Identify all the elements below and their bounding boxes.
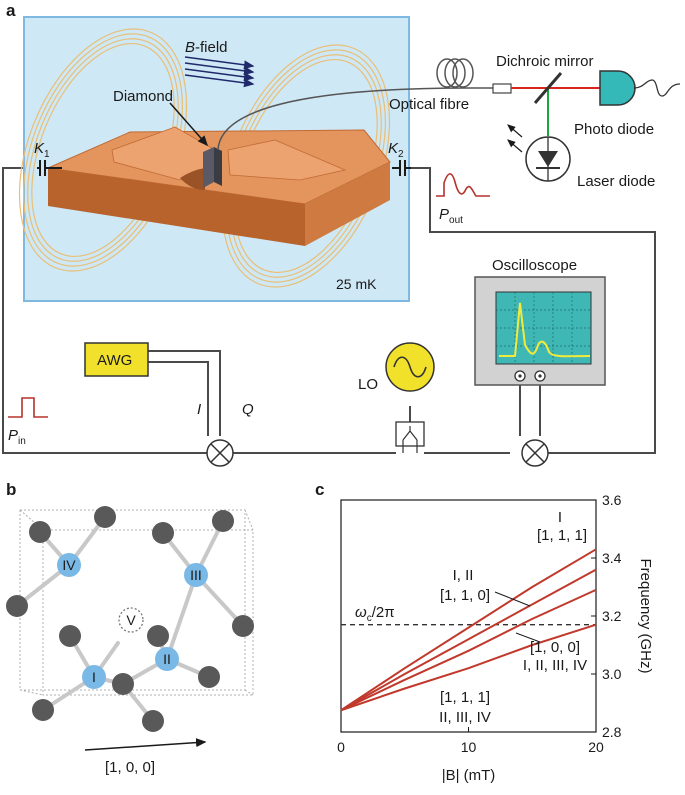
- oscilloscope: [474, 276, 606, 386]
- x-tick-label: 10: [461, 739, 477, 755]
- nv-site-iii: [184, 563, 208, 587]
- annotation-third-line2: I, II, III, IV: [523, 657, 587, 674]
- nv-site-iii-label: III: [190, 567, 202, 583]
- nv-site-i-label: I: [92, 669, 96, 685]
- optical-fibre: [217, 58, 493, 151]
- x-axis-label: |B| (mT): [442, 767, 496, 784]
- y-tick-label: 3.2: [602, 608, 622, 624]
- carbon-atom: [29, 521, 51, 543]
- pin-label: Pin: [8, 427, 26, 447]
- series-line-3: [340, 588, 597, 712]
- y-tick-label: 3.0: [602, 666, 622, 682]
- series-line-2: [340, 568, 597, 712]
- x-tick-label: 0: [337, 739, 345, 755]
- annotation-pointer-second: [494, 591, 531, 607]
- iq-mixer: [206, 439, 234, 467]
- local-oscillator: [385, 342, 435, 392]
- photo-diode-label: Photo diode: [574, 121, 654, 138]
- carbon-atom: [94, 506, 116, 528]
- annotation-pointer-third: [515, 632, 541, 643]
- awg-box: [84, 342, 149, 377]
- series-line-4: [340, 623, 597, 712]
- q-label: Q: [242, 401, 254, 418]
- crystal-cube-outline: [19, 509, 254, 696]
- oscilloscope-label: Oscilloscope: [492, 257, 577, 274]
- series-line-1: [340, 548, 597, 712]
- nv-sites: [57, 553, 208, 689]
- carbon-atom: [152, 522, 174, 544]
- carbon-atom: [112, 673, 134, 695]
- carbon-atom: [147, 625, 169, 647]
- vacancy-label: V: [126, 612, 136, 628]
- capacitor-k2: [392, 160, 411, 176]
- diamond-sample: [203, 147, 222, 188]
- circuit-wires: [2, 167, 656, 454]
- carbon-atom: [59, 625, 81, 647]
- nv-site-iv: [57, 553, 81, 577]
- direction-arrow: [84, 738, 207, 751]
- laser-diode-label: Laser diode: [577, 173, 655, 190]
- temperature-label: 25 mK: [336, 276, 377, 292]
- nv-site-iv-label: IV: [62, 557, 76, 573]
- carbon-atom: [212, 510, 234, 532]
- carbon-atom: [142, 710, 164, 732]
- dichroic-mirror: [533, 72, 563, 104]
- optical-fibre-label: Optical fibre: [389, 96, 469, 113]
- omega-label: ωc/2π: [355, 604, 395, 624]
- carbon-atoms: [6, 506, 254, 732]
- annotation-bottom-line1: [1, 1, 1]: [440, 689, 490, 706]
- input-pulse-icon: [8, 397, 48, 418]
- panel-c-letter: c: [315, 480, 324, 499]
- annotation-top-line2: [1, 1, 1]: [537, 527, 587, 544]
- power-splitter: [395, 421, 425, 453]
- annotation-second-line1: I, II: [453, 567, 474, 584]
- awg-label: AWG: [97, 352, 132, 369]
- output-pulse-icon: [436, 173, 490, 197]
- fibre-coupler: [492, 83, 512, 94]
- photo-diode: [599, 70, 681, 106]
- carbon-atom: [6, 595, 28, 617]
- diamond-pointer: [169, 102, 208, 147]
- pout-label: Pout: [439, 206, 463, 226]
- lo-label: LO: [358, 376, 378, 393]
- nv-site-ii: [155, 647, 179, 671]
- panel-a-letter: a: [6, 1, 16, 20]
- nv-site-i: [82, 665, 106, 689]
- k2-label: K2: [388, 140, 404, 160]
- chart-annotations: I [1, 1, 1] I, II [1, 1, 0] [1, 0, 0] I,…: [355, 509, 587, 726]
- laser-diode: [525, 136, 571, 182]
- nv-site-ii-label: II: [163, 651, 171, 667]
- y-tick-label: 3.6: [602, 492, 622, 508]
- carbon-atom: [198, 666, 220, 688]
- panel-b-letter: b: [6, 480, 16, 499]
- y-tick-label: 3.4: [602, 550, 622, 566]
- carbon-atom: [32, 699, 54, 721]
- diamond-label: Diamond: [113, 88, 173, 105]
- annotation-second-line2: [1, 1, 0]: [440, 587, 490, 604]
- annotation-third-line1: [1, 0, 0]: [530, 639, 580, 656]
- annotation-bottom-line2: II, III, IV: [439, 709, 491, 726]
- b-field-arrows: [184, 56, 255, 88]
- y-tick-label: 2.8: [602, 724, 622, 740]
- k1-label: K1: [34, 140, 50, 160]
- x-tick-label: 20: [588, 739, 604, 755]
- direction-label: [1, 0, 0]: [105, 759, 155, 776]
- vacancy-site: [118, 607, 144, 633]
- annotation-top-line1: I: [558, 509, 562, 526]
- capacitor-k1: [37, 160, 62, 176]
- frequency-chart: 2.8 3.0 3.2 3.4 3.6 0 10 20 |B| (mT) Frequency (G…: [337, 492, 654, 784]
- i-label: I: [197, 401, 201, 418]
- demod-mixer: [521, 439, 549, 467]
- dichroic-mirror-label: Dichroic mirror: [496, 53, 594, 70]
- laser-emission-arrows: [507, 124, 523, 153]
- y-axis-label: Frequency (GHz): [637, 558, 654, 673]
- b-field-label: B-field: [185, 39, 228, 56]
- carbon-atom: [232, 615, 254, 637]
